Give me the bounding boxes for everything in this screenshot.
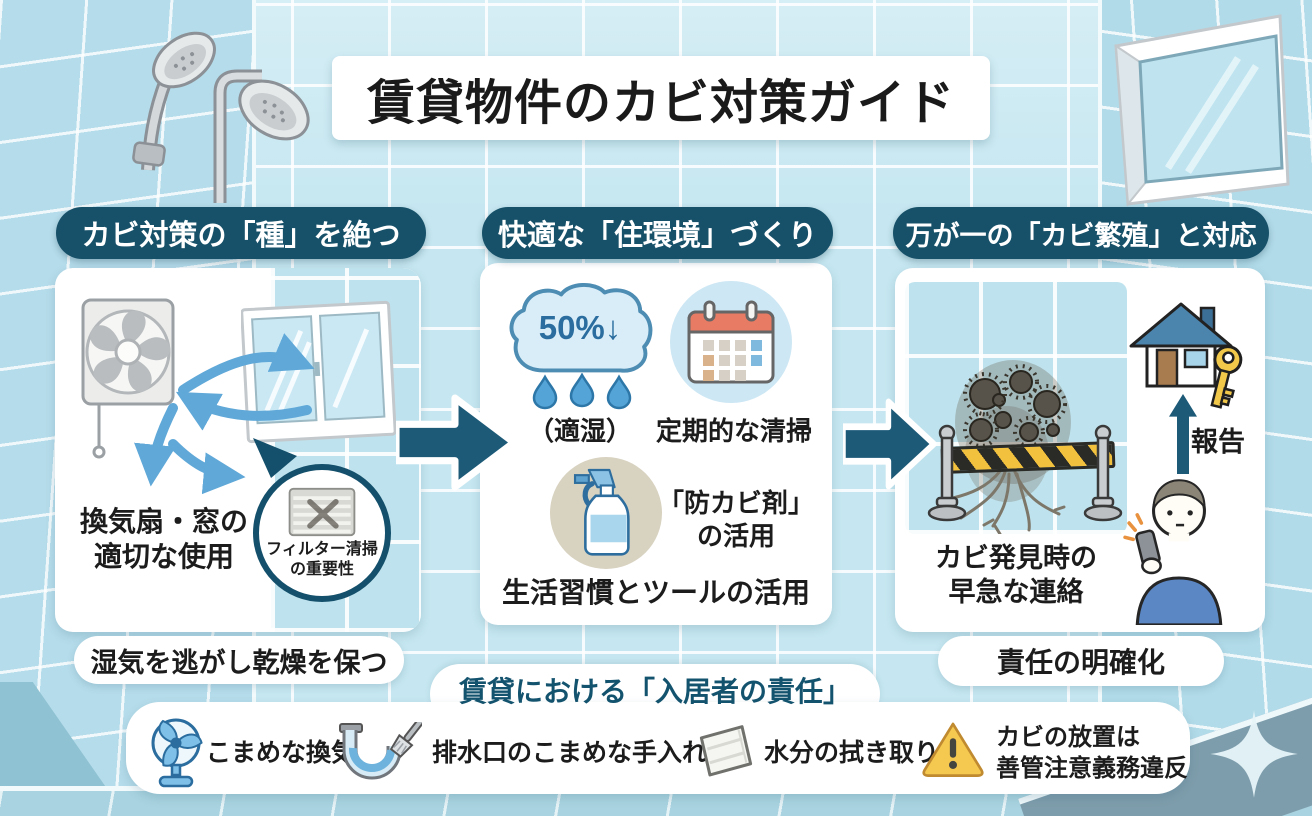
mold-caption: カビ発見時の 早急な連絡 (895, 542, 1137, 610)
stanchion-left-icon (927, 424, 967, 522)
negligence-line2: 善管注意義務違反 (996, 755, 1188, 783)
warning-icon (922, 722, 984, 777)
filter-callout: フィルター清掃 の重要性 (253, 464, 391, 602)
page-title: 賃貸物件のカビ対策ガイド (366, 77, 955, 130)
flow-arrow-1-icon (396, 394, 518, 491)
fan-icon (151, 718, 203, 788)
sparkle-icon (1210, 710, 1298, 798)
exhaust-fan-icon (81, 298, 175, 459)
towel-icon (699, 725, 753, 777)
ventilation-caption-line2: 適切な使用 (93, 541, 234, 572)
column2-header: 快適な「住環境」づくり (482, 207, 833, 259)
page-title-box: 賃貸物件のカビ対策ガイド (332, 56, 990, 140)
column3-header: 万が一の「カビ繁殖」と対応 (893, 207, 1269, 259)
column2-summary: 生活習慣とツールの活用 (501, 577, 810, 608)
calendar-label: 定期的な清掃 (655, 416, 812, 446)
calendar-icon (687, 300, 775, 384)
responsibility-item-drain: 排水口のこまめな手入れ (432, 739, 708, 767)
spray-label-line1: 「防カビ剤」 (657, 488, 814, 518)
spray-label: 「防カビ剤」 の活用 (648, 487, 824, 552)
ventilation-caption: 換気扇・窓の 適切な使用 (69, 500, 259, 578)
responsibility-item-wipe: 水分の拭き取り (764, 739, 940, 767)
spray-bottle-icon (573, 468, 630, 556)
report-arrow-icon (1169, 394, 1197, 474)
ventilation-caption-line1: 換気扇・窓の (79, 506, 248, 537)
spray-circle (550, 457, 662, 569)
responsibility-item-ventilation: こまめな換気 (206, 739, 357, 767)
flow-arrow-2-icon (843, 398, 937, 490)
humidity-cloud-icon (509, 282, 653, 373)
person-phone-icon (1123, 479, 1223, 625)
filter-callout-line1: フィルター清掃 (266, 540, 378, 558)
raindrops-icon (532, 373, 632, 410)
filter-grill-icon (288, 487, 356, 536)
house-icon (1129, 302, 1233, 388)
humidity-value: 50%↓ (538, 309, 622, 346)
report-label: 報告 (1191, 427, 1245, 457)
callout-pointer (253, 438, 297, 478)
key-icon (1210, 345, 1243, 409)
column1-footer: 湿気を逃がし乾燥を保つ (74, 636, 404, 684)
spray-label-line2: の活用 (696, 520, 775, 551)
humidity-note: （適湿） (527, 416, 632, 446)
column1-header: カビ対策の「種」を絶つ (56, 207, 426, 259)
mold-caption-line2: 早急な連絡 (948, 576, 1084, 607)
airflow-arrows-icon (134, 333, 315, 495)
mold-response-panel: カビ発見時の 早急な連絡 報告 (895, 268, 1265, 632)
drain-icon (339, 722, 422, 780)
tenant-responsibility-panel (126, 702, 1190, 794)
negligence-line1: カビの放置は (996, 724, 1140, 751)
stanchion-right-icon (1083, 424, 1123, 522)
filter-callout-line2: の重要性 (289, 560, 354, 578)
bathroom-window-icon (1114, 14, 1290, 207)
responsibility-item-negligence: カビの放置は 善管注意義務違反 (996, 722, 1188, 784)
tenant-responsibility-title: 賃貸における「入居者の責任」 (458, 676, 851, 707)
environment-panel: 50%↓ （適湿） (480, 263, 832, 625)
mold-caption-line1: カビ発見時の (935, 543, 1097, 573)
column3-footer: 責任の明確化 (938, 636, 1224, 686)
mold-scene (905, 282, 1127, 534)
shower-head-icon (132, 31, 310, 203)
ventilation-panel: 換気扇・窓の 適切な使用 フィルター清掃 の重要性 (55, 268, 421, 632)
calendar-circle (670, 281, 792, 403)
